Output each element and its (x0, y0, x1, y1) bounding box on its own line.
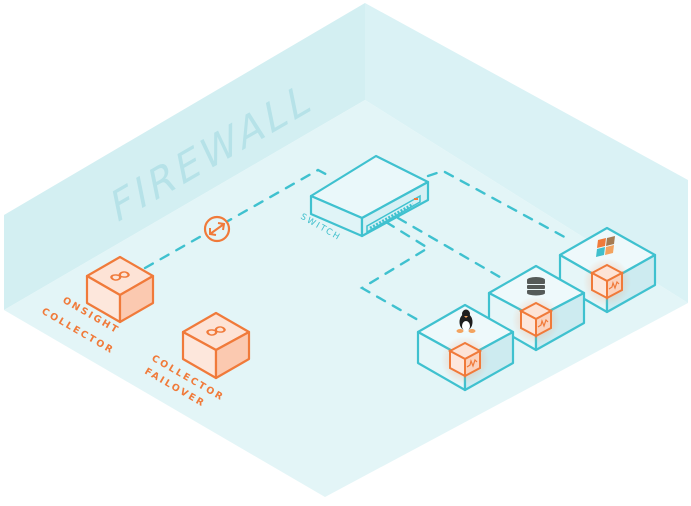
agent-cube (447, 341, 483, 378)
collector-infinity-icon (110, 271, 130, 281)
database-icon (527, 277, 545, 296)
pulse-icon (608, 280, 620, 290)
server-windows[interactable] (558, 226, 657, 314)
collector-infinity-icon (206, 326, 226, 336)
collector-failover-node[interactable]: COLLECTOR FAILOVER (143, 311, 251, 410)
onsight-collector-node[interactable]: ONSIGHT COLLECTOR (40, 255, 155, 357)
pulse-icon (466, 358, 478, 368)
pulse-icon (537, 318, 549, 328)
server-linux[interactable] (416, 303, 515, 392)
windows-logo-icon (596, 236, 615, 257)
server-database[interactable] (487, 264, 586, 352)
agent-cube (589, 263, 625, 300)
bidirectional-arrow-icon (203, 215, 231, 243)
agent-cube (518, 301, 554, 338)
connection-switch-windows (426, 169, 572, 242)
connection-switch-linux (359, 220, 431, 322)
firewall-left-wall (4, 3, 365, 310)
linux-penguin-icon (456, 309, 476, 333)
connection-collector-switch (143, 168, 335, 270)
connection-switch-database (396, 216, 507, 282)
network-switch-icon (309, 154, 430, 238)
firewall-floor (4, 100, 688, 497)
